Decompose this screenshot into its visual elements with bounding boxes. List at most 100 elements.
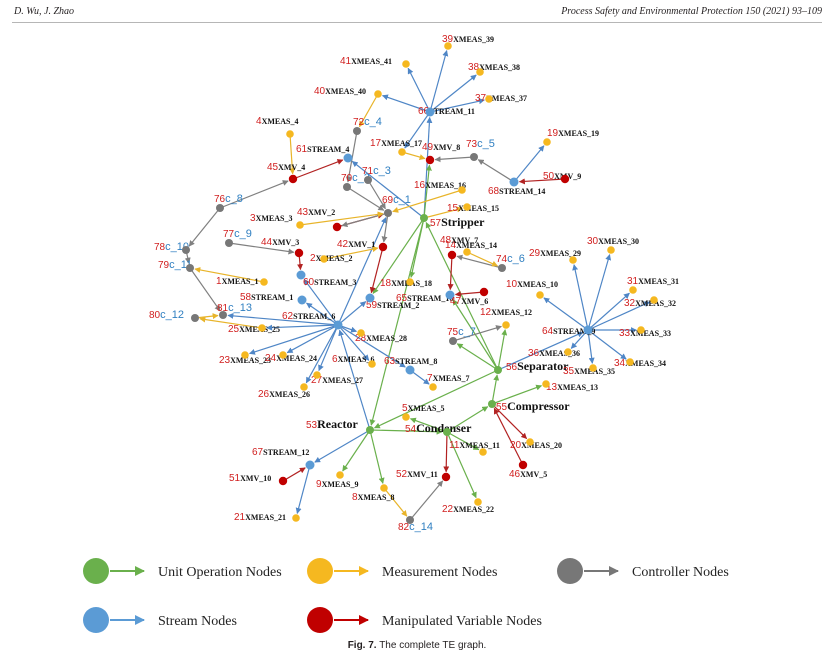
node-id: 73 bbox=[466, 139, 478, 150]
node-id: 12 bbox=[480, 307, 492, 318]
node-id: 7 bbox=[427, 373, 433, 384]
edge-stripper-v8 bbox=[423, 164, 432, 219]
node-id: 25 bbox=[228, 324, 240, 335]
node-label-x17: 17XMEAS_17 bbox=[370, 138, 422, 149]
edge-stripper-x18 bbox=[409, 217, 425, 278]
node-v6 bbox=[479, 287, 489, 297]
measurement-node-marker bbox=[320, 255, 328, 263]
node-label-s1: 58STREAM_1 bbox=[240, 292, 293, 303]
node-label-x3: 3XMEAS_3 bbox=[250, 213, 292, 224]
node-x1 bbox=[260, 278, 268, 286]
node-name: XMEAS_4 bbox=[262, 117, 299, 126]
edge-c1-v1 bbox=[381, 212, 389, 243]
node-v9 bbox=[560, 174, 570, 184]
node-x7 bbox=[429, 383, 437, 391]
node-name: c_14 bbox=[409, 521, 433, 533]
node-id: 49 bbox=[422, 142, 434, 153]
controller-node-marker bbox=[498, 264, 506, 272]
unit-node-marker bbox=[494, 366, 502, 374]
node-name: XMEAS_8 bbox=[358, 493, 395, 502]
unit-node-marker bbox=[420, 214, 428, 222]
running-head-journal: Process Safety and Environmental Protect… bbox=[561, 6, 822, 17]
node-name: XMV_3 bbox=[272, 238, 299, 247]
node-name: XMV_10 bbox=[240, 474, 271, 483]
node-id: 51 bbox=[229, 473, 241, 484]
edge-s6-x23 bbox=[248, 324, 339, 355]
node-name: XMV_4 bbox=[278, 163, 305, 172]
node-id: 76 bbox=[214, 194, 226, 205]
edge-x4-v4 bbox=[289, 133, 296, 175]
node-name: XMV_6 bbox=[461, 297, 488, 306]
node-x9 bbox=[336, 471, 344, 479]
controller-node-marker bbox=[406, 516, 414, 524]
node-name: XMEAS_11 bbox=[459, 441, 499, 450]
node-s9 bbox=[583, 325, 593, 335]
node-id: 20 bbox=[510, 440, 522, 451]
node-label-x1: 1XMEAS_1 bbox=[216, 276, 258, 287]
node-label-condenser: 54Condenser bbox=[405, 421, 472, 435]
node-name: XMEAS_27 bbox=[322, 376, 363, 385]
node-name: XMEAS_35 bbox=[574, 367, 615, 376]
node-id: 69 bbox=[382, 195, 394, 206]
stream-node-marker bbox=[425, 107, 435, 117]
legend-label: Unit Operation Nodes bbox=[158, 565, 282, 580]
node-name: XMEAS_2 bbox=[316, 254, 353, 263]
node-c6 bbox=[498, 264, 506, 272]
stream-node-marker bbox=[297, 295, 307, 305]
controller-node-marker bbox=[216, 204, 224, 212]
node-x38 bbox=[476, 68, 484, 76]
figure-caption: Fig. 7. The complete TE graph. bbox=[0, 640, 834, 651]
node-x25 bbox=[258, 324, 266, 332]
node-x30 bbox=[607, 246, 615, 254]
measurement-node-marker bbox=[374, 90, 382, 98]
node-x40 bbox=[374, 90, 382, 98]
node-id: 37 bbox=[475, 93, 487, 104]
measurement-node-marker bbox=[300, 383, 308, 391]
measurement-node-marker bbox=[380, 484, 388, 492]
measurement-node-marker bbox=[296, 221, 304, 229]
edge-s11-x38 bbox=[429, 74, 477, 113]
node-label-x7: 7XMEAS_7 bbox=[427, 373, 469, 384]
node-name: XMEAS_32 bbox=[635, 299, 676, 308]
stream-node-marker bbox=[365, 293, 375, 303]
node-c8 bbox=[216, 204, 224, 212]
node-name: XMEAS_22 bbox=[453, 505, 494, 514]
node-name: XMEAS_9 bbox=[322, 480, 359, 489]
node-x6 bbox=[368, 360, 376, 368]
unit-node-marker bbox=[366, 426, 374, 434]
node-name: XMEAS_41 bbox=[351, 57, 392, 66]
measurement-node-marker bbox=[564, 348, 572, 356]
edge-x40-c4 bbox=[358, 93, 379, 128]
node-c7 bbox=[449, 337, 457, 345]
node-x13 bbox=[542, 380, 550, 388]
node-label-x20: 20XMEAS_20 bbox=[510, 440, 562, 451]
manipulated-node-marker bbox=[278, 476, 288, 486]
controller-node-marker bbox=[225, 239, 233, 247]
edge-s14-x19 bbox=[513, 145, 545, 183]
node-name: XMEAS_10 bbox=[517, 280, 558, 289]
edge-stripper-s4 bbox=[351, 160, 425, 219]
measurement-node-marker bbox=[429, 383, 437, 391]
node-label-v6: 47XMV_6 bbox=[450, 296, 488, 307]
edge-c4-c2 bbox=[345, 130, 358, 183]
edge-s11-x17 bbox=[404, 111, 431, 149]
node-name: XMV_5 bbox=[520, 470, 547, 479]
unit-legend-swatch bbox=[83, 558, 109, 584]
edge-s6-x6 bbox=[337, 324, 370, 361]
node-id: 57 bbox=[430, 218, 442, 229]
node-x31 bbox=[629, 286, 637, 294]
node-c10 bbox=[182, 246, 190, 254]
node-name: c_13 bbox=[228, 302, 252, 314]
controller-node-marker bbox=[182, 246, 190, 254]
measurement-node-marker bbox=[286, 130, 294, 138]
node-id: 30 bbox=[587, 236, 599, 247]
node-s1 bbox=[297, 295, 307, 305]
edge-s9-x30 bbox=[587, 254, 612, 331]
node-id: 27 bbox=[311, 375, 323, 386]
node-x15 bbox=[463, 203, 471, 211]
manipulated-node-marker bbox=[447, 250, 457, 260]
node-id: 79 bbox=[158, 260, 170, 271]
node-name: XMEAS_14 bbox=[456, 241, 497, 250]
measurement-node-marker bbox=[406, 278, 414, 286]
node-label-s6: 62STREAM_6 bbox=[282, 311, 335, 322]
